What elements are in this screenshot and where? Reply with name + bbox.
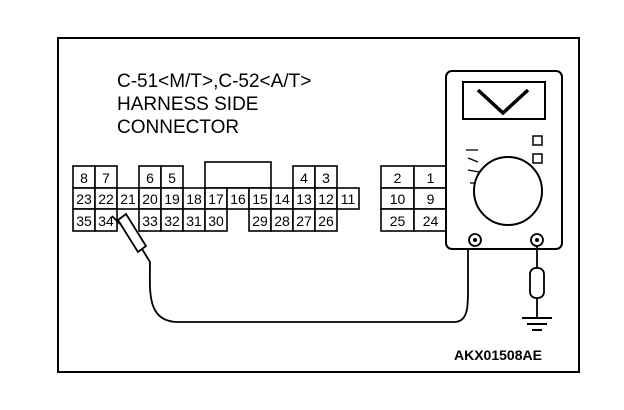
pin-label-16: 16 [230,191,246,207]
pin-label-32: 32 [164,213,180,229]
title-line-2: HARNESS SIDE [117,94,258,115]
test-lead-wire [148,244,469,323]
multimeter [445,70,563,250]
ground-icon [522,317,552,331]
pin-label-4: 4 [300,170,308,186]
pin-label-20: 20 [142,191,158,207]
pin-label-12: 12 [318,191,334,207]
pin-label-30: 30 [208,213,224,229]
pin-label-23: 23 [76,191,92,207]
pin-label-2: 2 [394,170,402,186]
title-line-1: C-51<M/T>,C-52<A/T> [117,71,311,92]
pin-label-22: 22 [98,191,114,207]
pin-label-27: 27 [296,213,312,229]
pin-label-34: 34 [98,213,114,229]
pin-label-5: 5 [168,170,176,186]
connector-cell-blank [204,161,272,189]
pin-label-14: 14 [274,191,290,207]
ground-lead [529,246,545,318]
meter-button-2 [532,153,543,164]
pin-label-33: 33 [142,213,158,229]
test-probe [111,212,151,263]
pin-label-18: 18 [186,191,202,207]
connector-cell-11 [336,187,360,210]
figure-code: AKX01508AE [454,347,542,363]
pin-label-15: 15 [252,191,268,207]
pin-label-11: 11 [341,191,356,207]
connector-cell-30 [204,208,228,232]
pin-label-24: 24 [423,213,439,229]
pin-label-26: 26 [318,213,334,229]
diagram-frame [57,37,580,373]
pin-label-35: 35 [76,213,92,229]
meter-button-1 [532,135,543,146]
pin-label-29: 29 [252,213,268,229]
pin-label-6: 6 [146,170,154,186]
meter-dial [473,156,543,226]
pin-label-7: 7 [102,170,110,186]
pin-label-9: 9 [427,191,435,207]
title-line-3: CONNECTOR [117,117,239,138]
pin-label-10: 10 [390,191,406,207]
pin-label-21: 21 [120,191,136,207]
pin-label-19: 19 [164,191,180,207]
pin-label-17: 17 [208,191,224,207]
pin-label-25: 25 [390,213,406,229]
meter-terminal-left [468,233,482,247]
connector-title: C-51<M/T>,C-52<A/T> HARNESS SIDE CONNECT… [117,71,311,138]
meter-display-glyph [476,88,530,116]
pin-label-1: 1 [427,170,435,186]
pin-label-3: 3 [322,170,330,186]
pin-label-8: 8 [80,170,88,186]
pin-label-28: 28 [274,213,290,229]
connector-cell-26 [314,208,338,232]
pin-label-31: 31 [186,213,202,229]
pin-label-13: 13 [296,191,312,207]
meter-terminal-right [530,233,544,247]
